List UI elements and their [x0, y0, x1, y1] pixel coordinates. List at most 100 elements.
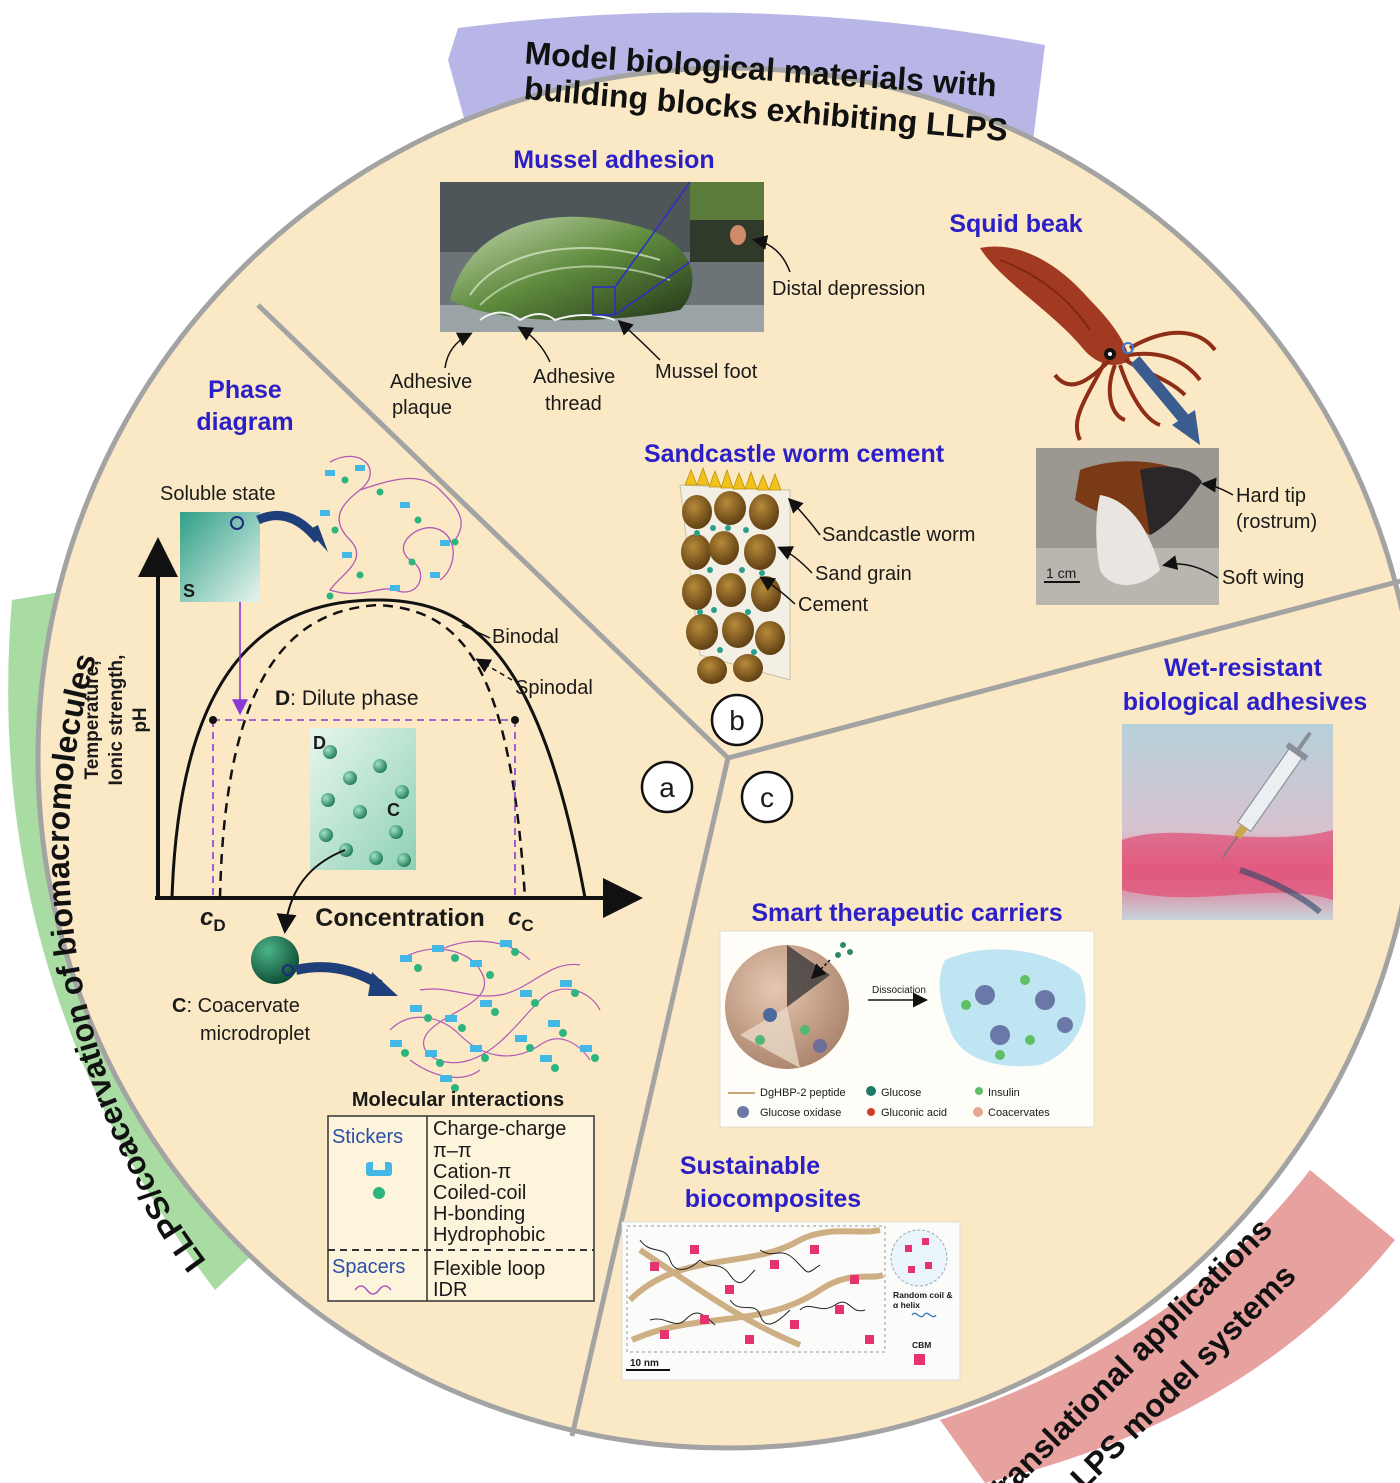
- dissociation-label: Dissociation: [872, 985, 926, 996]
- phase-title-line1: Phase: [208, 376, 282, 404]
- x-axis-label: Concentration: [315, 904, 484, 932]
- sticker-item-3: Cation-π: [433, 1161, 511, 1183]
- adhesives-title-line1: Wet-resistant: [1164, 654, 1323, 682]
- binodal-label: Binodal: [492, 626, 559, 648]
- cd-point: [209, 716, 217, 724]
- sandcastle-tube-illustration: [679, 466, 791, 684]
- dilute-phase-label: D: Dilute phase: [275, 687, 419, 710]
- y-axis-line1: Temperature,: [82, 661, 103, 780]
- coacervate-label-line1: C: Coacervate: [172, 995, 300, 1017]
- plaque-pointer: [444, 332, 473, 369]
- mussel-photo: [440, 181, 764, 332]
- random-coil-line1: Random coil &: [893, 1290, 953, 1300]
- divider-ca: [569, 757, 731, 1437]
- plaque-label-line1: Adhesive: [390, 371, 472, 393]
- soluble-box: [180, 512, 260, 602]
- legend-coacervates: Coacervates: [988, 1107, 1050, 1119]
- spacers-label: Spacers: [332, 1256, 405, 1278]
- cc-point: [511, 716, 519, 724]
- spacer-icon: [354, 1285, 392, 1295]
- sticker-item-4: Coiled-coil: [433, 1182, 526, 1204]
- dense-network-icon: [389, 940, 601, 1092]
- carriers-figure: [719, 930, 1095, 1128]
- panel-a-label: a: [640, 760, 694, 814]
- biocomposites-title-line1: Sustainable: [680, 1152, 820, 1180]
- soft-wing-pointer: [1162, 555, 1219, 579]
- hard-tip-pointer: [1201, 477, 1234, 496]
- coacervate-droplet-icon: [251, 936, 299, 984]
- divider-bc: [727, 578, 1400, 761]
- cbm-label: CBM: [912, 1340, 931, 1350]
- bio-scale: 10 nm: [630, 1358, 659, 1369]
- svg-text:a: a: [659, 772, 675, 803]
- droplet-probe-icon: [282, 964, 294, 976]
- biocomposites-title-line2: biocomposites: [685, 1185, 861, 1213]
- thread-label-line1: Adhesive: [533, 366, 615, 388]
- coacervate-arrow: [276, 849, 346, 934]
- c-label: C: [387, 800, 400, 820]
- panel-c-label: c: [740, 770, 794, 824]
- spacer-item-2: IDR: [433, 1279, 467, 1301]
- dilute-droplets-icon: [319, 745, 411, 867]
- soluble-chains-icon: [328, 455, 462, 595]
- svg-text:c: c: [760, 782, 774, 813]
- legend-glucose-oxidase: Glucose oxidase: [760, 1107, 841, 1119]
- sandcastle-title: Sandcastle worm cement: [644, 440, 945, 468]
- spinodal-pointer: [475, 658, 513, 681]
- cd-label: cD: [200, 904, 226, 935]
- cc-label: cC: [508, 904, 534, 935]
- sandcastle-worm-label: Sandcastle worm: [822, 524, 975, 546]
- soluble-stickers-icon: [320, 465, 459, 600]
- cement-label: Cement: [798, 594, 868, 616]
- soluble-probe-icon: [230, 516, 244, 530]
- sticker-icon: [366, 1162, 392, 1199]
- grain-pointer: [777, 546, 813, 574]
- adhesive-photo: [1122, 724, 1333, 920]
- y-axis-line2: Ionic strength,: [106, 655, 127, 786]
- legend-peptide: DgHBP-2 peptide: [760, 1087, 846, 1099]
- interactions-title: Molecular interactions: [352, 1089, 564, 1111]
- interactions-table: [327, 1115, 595, 1302]
- foot-pointer: [617, 319, 661, 361]
- hard-tip-line2: (rostrum): [1236, 511, 1317, 533]
- distal-label: Distal depression: [772, 278, 925, 300]
- legend-gluconic-acid: Gluconic acid: [881, 1107, 947, 1119]
- svg-text:b: b: [729, 705, 745, 736]
- s-label: S: [183, 581, 195, 601]
- sand-grain-label: Sand grain: [815, 563, 912, 585]
- sticker-item-1: Charge-charge: [433, 1118, 566, 1140]
- thread-label-line2: thread: [545, 393, 602, 415]
- soft-wing-label: Soft wing: [1222, 567, 1304, 589]
- thread-pointer: [517, 326, 551, 363]
- squid-illustration: [980, 246, 1217, 445]
- soluble-state-label: Soluble state: [160, 483, 276, 505]
- foot-label: Mussel foot: [655, 361, 758, 383]
- stickers-label: Stickers: [332, 1126, 403, 1148]
- bottom-band: [940, 1170, 1395, 1483]
- d-label: D: [313, 733, 326, 753]
- adhesives-title-line2: biological adhesives: [1123, 688, 1368, 716]
- coacervate-label-line2: microdroplet: [200, 1023, 310, 1045]
- sticker-item-5: H-bonding: [433, 1203, 525, 1225]
- panel-b-label: b: [710, 693, 764, 747]
- phase-title-line2: diagram: [196, 408, 293, 436]
- sticker-item-2: π–π: [433, 1140, 472, 1162]
- plaque-label-line2: plaque: [392, 397, 452, 419]
- legend-insulin: Insulin: [988, 1087, 1020, 1099]
- squid-scale: 1 cm: [1046, 565, 1076, 581]
- cement-pointer: [759, 576, 796, 605]
- biocomposites-figure: [621, 1221, 961, 1381]
- left-band: [8, 592, 252, 1290]
- divider-ab: [256, 303, 730, 760]
- spinodal-curve: [218, 603, 527, 899]
- carriers-title: Smart therapeutic carriers: [751, 899, 1062, 927]
- random-coil-line2: α helix: [893, 1300, 920, 1310]
- spacer-item-1: Flexible loop: [433, 1258, 545, 1280]
- squid-title: Squid beak: [949, 210, 1082, 238]
- hard-tip-line1: Hard tip: [1236, 485, 1306, 507]
- y-axis-line3: pH: [130, 707, 151, 732]
- distal-pointer: [752, 235, 791, 273]
- binodal-curve: [170, 598, 587, 899]
- spinodal-label: Spinodal: [515, 677, 593, 699]
